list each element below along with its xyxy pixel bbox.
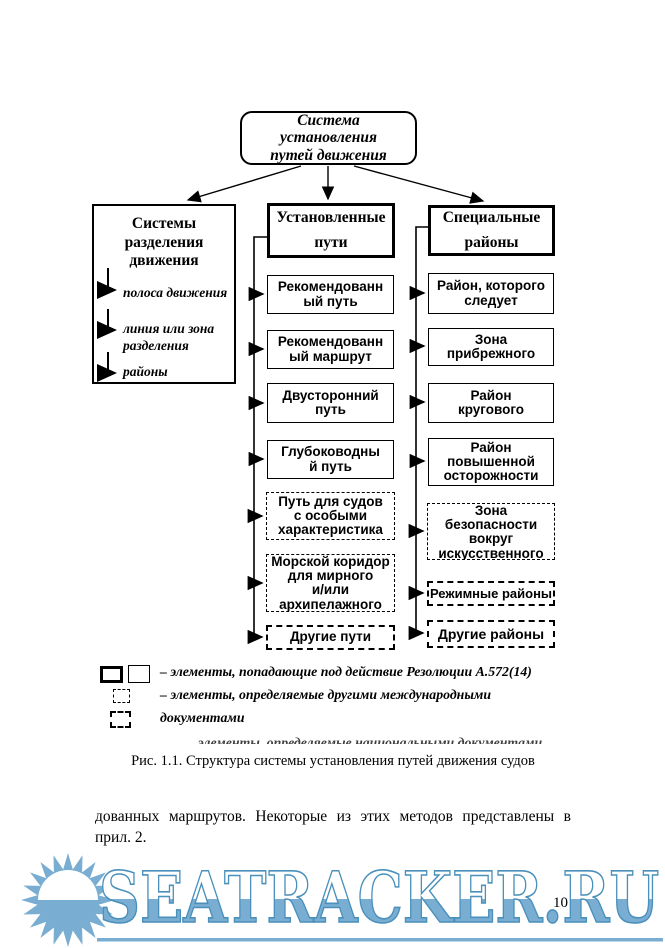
node-label: Рекомендованн ый путь (277, 279, 384, 309)
watermark-text: SEATRACKER.RU (99, 856, 659, 939)
node-recommended-track: Рекомендованн ый путь (267, 275, 394, 314)
diagram-root-node: Система установления путей движения (240, 111, 417, 165)
node-label: Режимные районы (429, 585, 553, 601)
node-recommended-route: Рекомендованн ый маршрут (267, 330, 394, 369)
node-sea-corridor: Морской коридор для мирного и/или архипе… (266, 554, 395, 612)
left-item-separation-zone: линия или зона разделения (123, 321, 215, 353)
node-label: Другие пути (289, 629, 372, 645)
node-label: Район повышенной осторожности (443, 439, 539, 484)
node-regime-areas: Режимные районы (427, 581, 555, 606)
node-safety-zone: Зона безопасности вокруг искусственного (427, 503, 555, 560)
node-label: Другие районы (437, 625, 545, 642)
node-two-way-route: Двусторонний путь (267, 383, 394, 423)
node-area-to-be-avoided: Район, которого следует (428, 273, 554, 314)
seatracker-watermark: SEATRACKER.RU (21, 853, 663, 947)
right-column-header: Специальные районы (428, 205, 555, 256)
node-other-routes: Другие пути (266, 625, 395, 650)
legend-row-2-text: – элементы, определяемые другими междуна… (160, 687, 492, 702)
arrow-root-to-right (353, 165, 485, 204)
middle-column-title: Установленные пути (276, 208, 386, 251)
legend-row-1-text: – элементы, попадающие под действие Резо… (160, 664, 532, 679)
node-label: Район кругового (457, 387, 525, 417)
page-number: 10 (553, 895, 568, 911)
node-roundabout-area: Район кругового (428, 383, 554, 423)
node-label: Путь для судов с особыми характеристика (278, 493, 383, 538)
right-column-connectors (408, 226, 428, 641)
left-column-box: Системы разделения движения полоса движе… (92, 204, 236, 384)
root-label: Система установления путей движения (270, 111, 387, 164)
legend-swatch-dashed (113, 689, 130, 703)
sun-logo (21, 853, 115, 947)
legend-row-4-clipped: элементы, определяемые национальными док… (198, 734, 598, 744)
node-label: Район, которого следует (437, 278, 545, 308)
legend-row-4-text: элементы, определяемые национальными док… (198, 735, 543, 744)
node-label: Морской коридор для мирного и/или архипе… (271, 554, 390, 612)
node-special-characteristics-route: Путь для судов с особыми характеристика (266, 492, 395, 540)
node-label: Двусторонний путь (282, 387, 379, 417)
node-coastal-zone: Зона прибрежного (428, 328, 554, 366)
middle-column-header: Установленные пути (267, 203, 395, 258)
left-item-traffic-lane: полоса движения (123, 285, 228, 300)
watermark-underline (97, 938, 663, 942)
node-other-areas: Другие районы (427, 620, 555, 648)
figure-caption: Рис. 1.1. Структура системы установления… (131, 753, 535, 769)
arrow-root-to-left (186, 165, 302, 203)
node-label: Зона прибрежного (446, 331, 536, 361)
body-text-line-1: дованных маршрутов. Некоторые из этих ме… (95, 808, 571, 825)
body-text-line-2: прил. 2. (95, 829, 147, 846)
right-column-title: Специальные районы (442, 208, 541, 251)
legend-row-3-text: документами (160, 710, 245, 725)
node-deep-water-route: Глубоководны й путь (267, 440, 394, 479)
left-column-title: Системы разделения движения (124, 215, 204, 270)
node-label: Глубоководны й путь (281, 444, 380, 474)
node-label: Зона безопасности вокруг искусственного (438, 503, 544, 560)
legend-swatch-thin-solid (128, 665, 150, 683)
left-item-areas: районы (123, 364, 168, 379)
legend-swatch-thick-solid (100, 666, 123, 683)
node-precautionary-area: Район повышенной осторожности (428, 438, 554, 486)
node-label: Рекомендованн ый маршрут (277, 334, 384, 364)
legend-swatch-dashdot (110, 711, 131, 728)
